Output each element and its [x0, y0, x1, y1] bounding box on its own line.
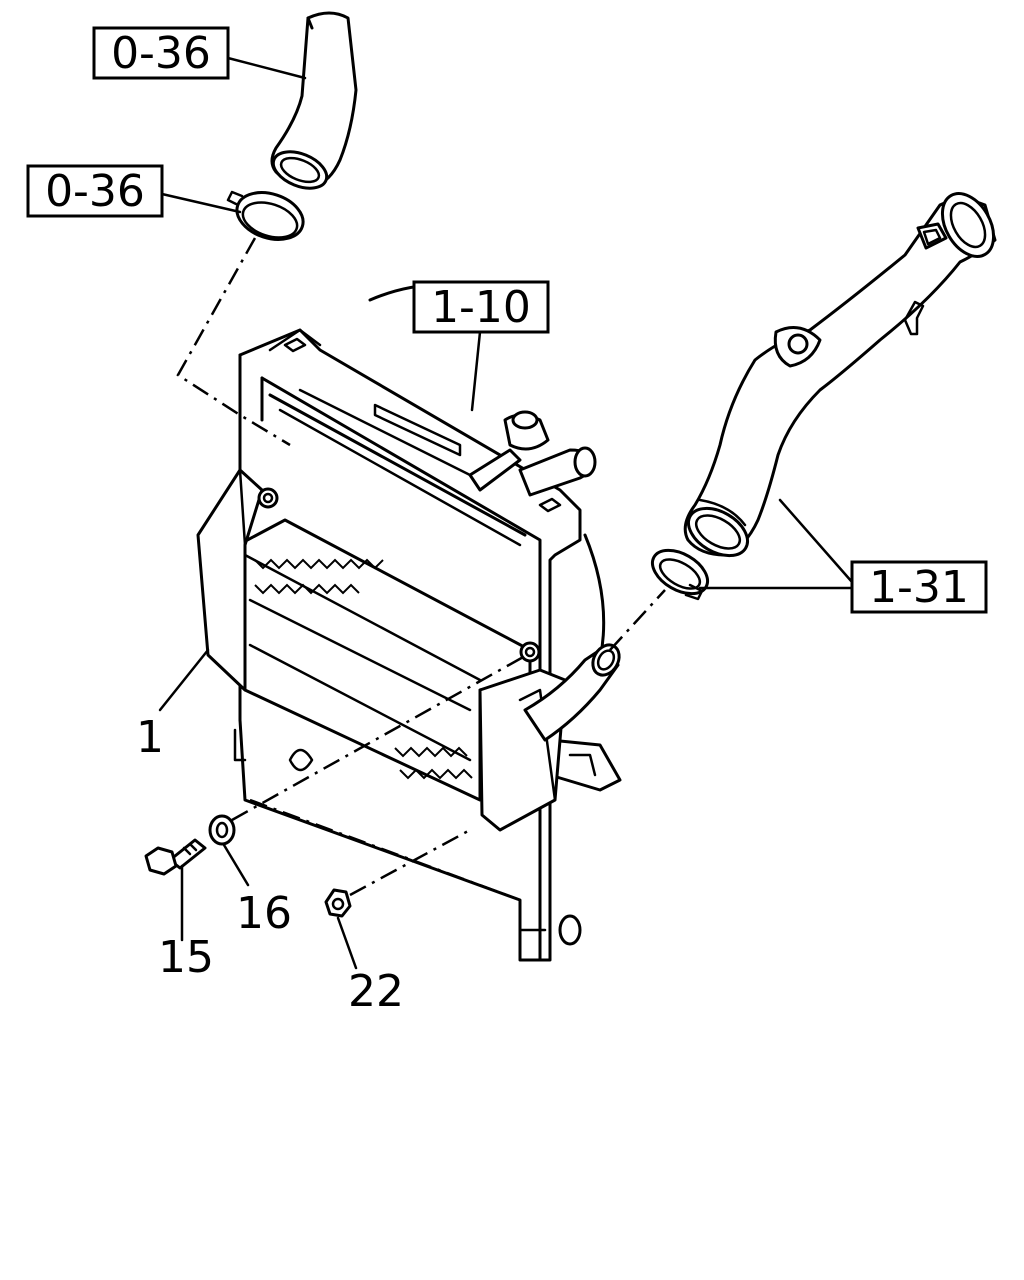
- callout-radiator-label: 1-10: [431, 282, 531, 333]
- part-number-bolt[interactable]: 15: [158, 932, 214, 983]
- nut: [324, 888, 352, 918]
- washer: [208, 814, 236, 846]
- center-lines: [176, 237, 666, 897]
- callout-clamp[interactable]: 0-36: [26, 164, 164, 218]
- callout-hose-label: 0-36: [111, 28, 211, 79]
- part-number-intercooler[interactable]: 1: [136, 712, 164, 763]
- intake-pipe: [683, 192, 997, 558]
- hose-clamp: [226, 190, 305, 241]
- part-number-nut[interactable]: 22: [348, 966, 404, 1017]
- bolt: [144, 838, 207, 876]
- callout-intake-pipe-label: 1-31: [869, 562, 969, 613]
- upper-hose: [270, 11, 358, 190]
- callout-hose[interactable]: 0-36: [92, 26, 230, 80]
- callout-intake-pipe[interactable]: 1-31: [850, 560, 988, 614]
- leader-lines: [158, 56, 854, 970]
- callout-radiator[interactable]: 1-10: [412, 280, 550, 334]
- radiator-assembly: [196, 283, 622, 962]
- part-number-washer[interactable]: 16: [236, 888, 292, 939]
- callout-clamp-label: 0-36: [45, 166, 145, 217]
